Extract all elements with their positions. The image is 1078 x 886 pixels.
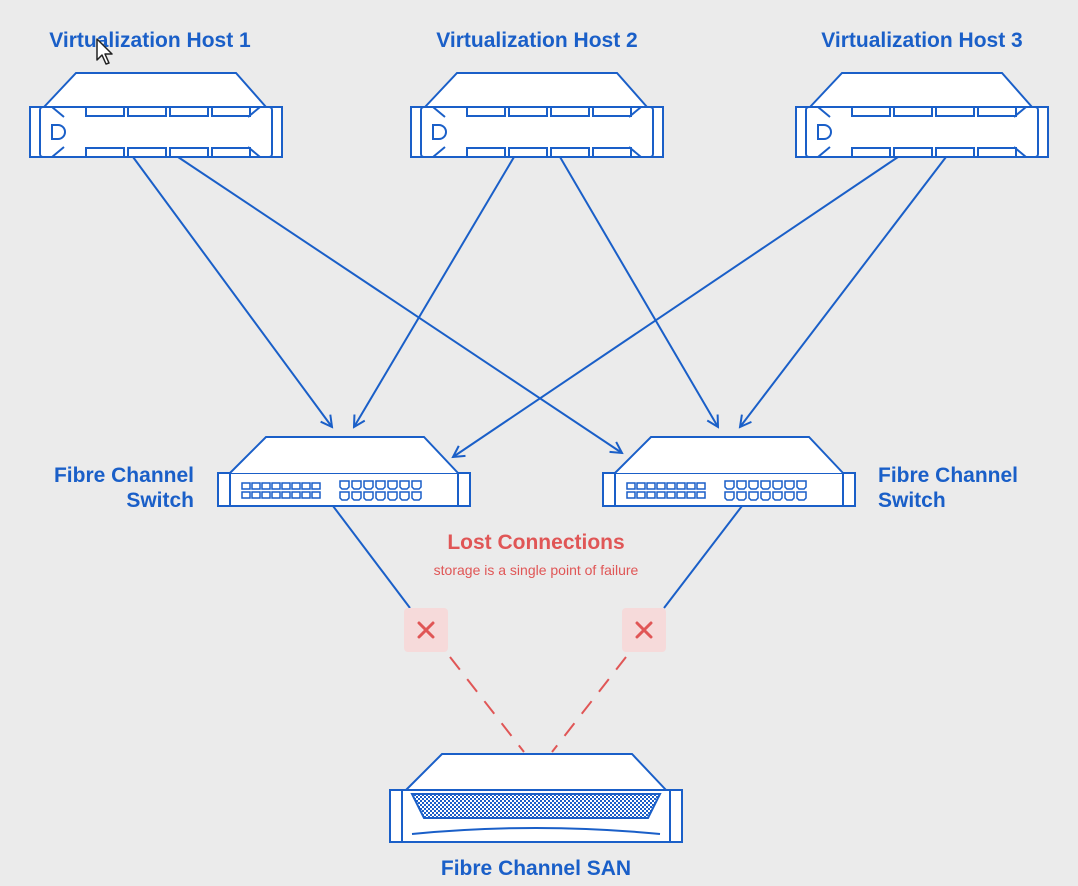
host-1-label: Virtualization Host 1: [49, 29, 251, 52]
switch-right-label-line1: Fibre Channel: [878, 464, 1019, 487]
link-host3-switch1: [453, 156, 899, 457]
warning-title: Lost Connections: [447, 531, 625, 554]
warning-subtitle: storage is a single point of failure: [433, 562, 639, 578]
switch-san-links: [332, 505, 743, 753]
link-host2-switch1: [354, 156, 515, 427]
switch-left-label-line2: Switch: [126, 489, 194, 512]
host-3-label: Virtualization Host 3: [821, 29, 1023, 52]
host-server-2: [410, 72, 664, 158]
switch-left-label-line1: Fibre Channel: [53, 464, 194, 487]
close-icon: [417, 621, 435, 639]
switch-left-label: Fibre Channel Switch: [20, 463, 194, 513]
link-host3-switch2: [740, 156, 947, 427]
fc-switch-right: [602, 436, 856, 507]
switch-right-label-line2: Switch: [878, 489, 946, 512]
broken-link-left: [449, 656, 525, 753]
host-switch-links: [132, 156, 947, 457]
failure-badge-right: [622, 608, 666, 652]
host-2-label: Virtualization Host 2: [436, 29, 638, 52]
link-host1-switch2: [177, 156, 622, 453]
fc-san-device: [389, 753, 683, 843]
failure-badge-left: [404, 608, 448, 652]
close-icon: [635, 621, 653, 639]
host-server-1: [29, 72, 283, 158]
fc-switch-left: [217, 436, 471, 507]
link-switch2-badge: [663, 505, 743, 609]
switch-right-label: Fibre Channel Switch: [878, 463, 1068, 513]
link-host1-switch1: [132, 156, 332, 427]
broken-link-right: [551, 656, 627, 753]
san-label: Fibre Channel SAN: [440, 857, 632, 880]
host-server-3: [795, 72, 1049, 158]
link-switch1-badge: [332, 505, 411, 609]
link-host2-switch2: [559, 156, 718, 427]
cursor-icon: [96, 38, 113, 65]
